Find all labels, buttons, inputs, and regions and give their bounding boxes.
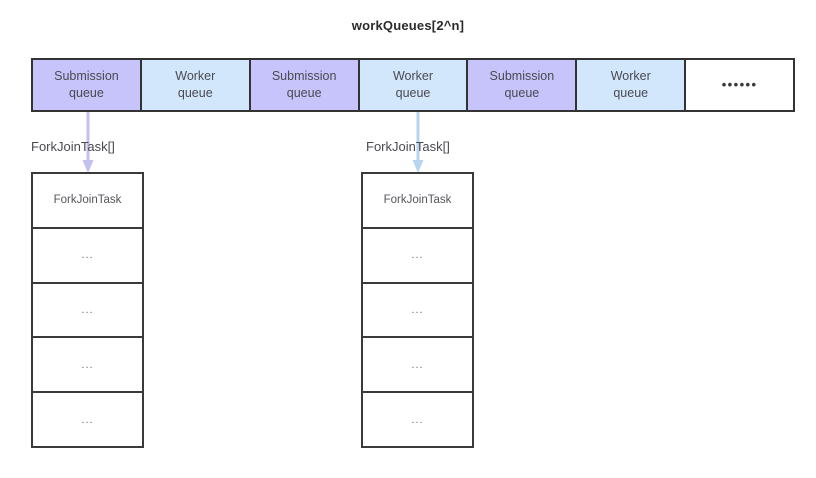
task-cell-empty[interactable]: ... [361,281,474,337]
task-cell-empty[interactable]: ... [31,226,144,282]
queue-cell-line-1: Submission [489,69,555,84]
queue-cell-line-2: queue [504,86,540,100]
arrow-down-icon-right [412,112,424,173]
task-cell-empty[interactable]: ... [31,281,144,337]
queue-cell-line-2: queue [395,86,431,100]
forkjointask-array-left: ForkJoinTask............ [31,172,144,448]
queue-cell-submission-2[interactable]: Submission queue [250,60,360,110]
queue-cell-line-1: Submission [54,69,119,84]
queue-cell-line-2: queue [69,86,104,100]
queue-cell-line-2: queue [613,86,649,100]
task-cell-forkjointask[interactable]: ForkJoinTask [31,172,144,227]
queue-cell-line-2: queue [177,86,213,100]
forkjointask-array-right: ForkJoinTask............ [361,172,474,448]
queue-cell-worker-1[interactable]: Worker queue [141,60,251,110]
task-cell-empty[interactable]: ... [31,391,144,448]
queue-cell-worker-3[interactable]: Worker queue [359,60,469,110]
queue-cell-line-1: Worker [392,69,434,84]
column-label-left: ForkJoinTask[] [31,139,115,154]
task-cell-empty[interactable]: ... [361,226,474,282]
queue-cell-line-2: queue [286,86,322,100]
queue-cell-worker-5[interactable]: Worker queue [577,60,687,110]
arrow-down-icon-left [82,112,94,173]
queue-cell-submission-0[interactable]: Submission queue [33,60,142,110]
diagram-title: workQueues[2^n] [351,18,465,33]
queue-cell-line-1: Worker [175,69,216,84]
queue-cell-more-6[interactable]: •••••• [686,60,794,110]
queue-cell-line-1: Submission [271,69,337,84]
column-label-right: ForkJoinTask[] [366,139,450,154]
task-cell-forkjointask[interactable]: ForkJoinTask [361,172,474,227]
queue-cell-line-1: Worker [610,69,651,84]
task-cell-empty[interactable]: ... [361,336,474,392]
ellipsis-text: •••••• [721,77,758,93]
queue-cell-submission-4[interactable]: Submission queue [468,60,578,110]
work-queues-array: Submission queue Worker queue Submission queu… [31,58,795,112]
task-cell-empty[interactable]: ... [31,336,144,392]
task-cell-empty[interactable]: ... [361,391,474,448]
